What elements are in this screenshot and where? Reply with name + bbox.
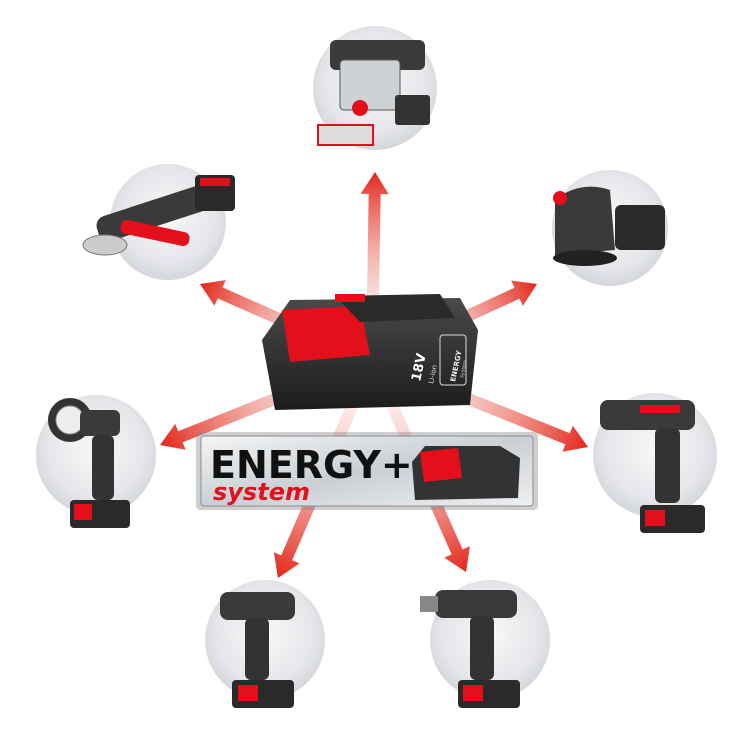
tool-work-light	[36, 395, 156, 528]
tool-orbital-sander	[552, 170, 668, 286]
battery-pack: 18V Li-ion ENERGY system	[262, 294, 478, 410]
battery-badge-sub: system	[459, 359, 469, 378]
logo-title: ENERGY+	[210, 443, 413, 487]
tool-rotary-hammer	[593, 393, 717, 533]
logo-battery	[412, 446, 520, 500]
battery-voltage-label: 18V	[409, 352, 430, 383]
battery-chemistry-label: Li-ion	[427, 364, 439, 384]
arrow-up	[360, 172, 389, 321]
tool-drill-driver	[420, 580, 550, 708]
tool-jigsaw	[313, 26, 437, 150]
tool-angle-grinder	[82, 164, 235, 280]
tool-impact-driver	[205, 580, 325, 708]
energy-plus-logo: ENERGY+ system	[196, 432, 538, 510]
logo-subtitle: system	[213, 478, 310, 506]
